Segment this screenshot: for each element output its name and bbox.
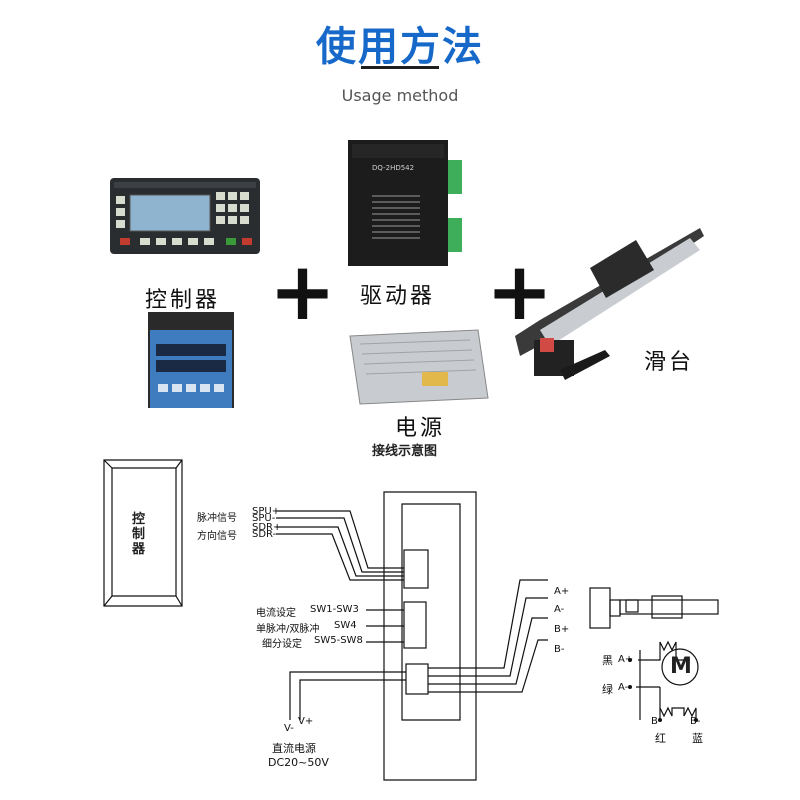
terminal-a-minus: A- xyxy=(554,604,565,615)
stepper-driver-image xyxy=(348,140,462,266)
power-range-label: DC20~50V xyxy=(268,756,329,769)
wiring-diagram-label: 接线示意图 xyxy=(372,444,438,459)
wire-red-pin: B- xyxy=(651,716,662,727)
switch-current-name: 电流设定 xyxy=(256,608,296,619)
plus-sign-1: + xyxy=(269,245,337,338)
pin-spu-plus: SPU+ xyxy=(252,506,281,517)
wire-red-label: 红 xyxy=(655,732,666,745)
terminal-a-plus: A+ xyxy=(554,586,570,597)
title-underline xyxy=(361,66,439,69)
wire-green-pin: A- xyxy=(618,682,629,693)
power-supply-image xyxy=(349,329,489,405)
wiring-diagram xyxy=(103,459,719,781)
driver-model-text: DQ-2HD542 xyxy=(372,164,414,172)
switch-pulse-mode-name: 单脉冲/双脉冲 xyxy=(256,624,320,635)
wire-black-pin: A+ xyxy=(618,654,634,665)
controller-device-image xyxy=(110,178,260,254)
pin-spu-minus: SPU- xyxy=(252,513,276,524)
switch-microstep-name: 细分设定 xyxy=(262,639,302,650)
product-illustrations: DQ-2HD542 xyxy=(110,140,704,408)
page-subtitle: Usage method xyxy=(341,86,459,105)
switch-current-code: SW1-SW3 xyxy=(310,604,359,615)
switch-microstep-code: SW5-SW8 xyxy=(314,635,363,646)
pulse-signal-label: 脉冲信号 xyxy=(197,513,237,524)
power-label: 电源 xyxy=(395,416,446,441)
pin-sdr-minus: SDR- xyxy=(252,529,277,540)
driver-label: 驱动器 xyxy=(360,284,436,309)
terminal-b-minus: B- xyxy=(554,644,565,655)
switch-pulse-mode-code: SW4 xyxy=(334,620,357,631)
diagram-controller-label: 控制器 xyxy=(132,512,146,557)
terminal-b-plus: B+ xyxy=(554,624,570,635)
wire-blue-pin: B- xyxy=(690,716,701,727)
controller-label: 控制器 xyxy=(145,288,221,313)
page-title: 使用方法 xyxy=(316,24,484,70)
wire-black-label: 黑 xyxy=(602,654,613,667)
pin-sdr-plus: SDR+ xyxy=(252,522,282,533)
power-source-label: 直流电源 xyxy=(272,742,316,755)
power-vplus: V+ xyxy=(298,716,314,727)
motor-symbol: M xyxy=(670,654,692,679)
linear-slide-image xyxy=(515,228,704,380)
plus-sign-2: + xyxy=(486,245,554,338)
slide-label: 滑台 xyxy=(644,350,695,375)
wire-green-label: 绿 xyxy=(602,683,613,696)
power-vminus: V- xyxy=(284,723,294,734)
direction-signal-label: 方向信号 xyxy=(197,531,237,542)
digital-controller-image xyxy=(148,312,234,408)
wire-blue-label: 蓝 xyxy=(692,732,703,745)
